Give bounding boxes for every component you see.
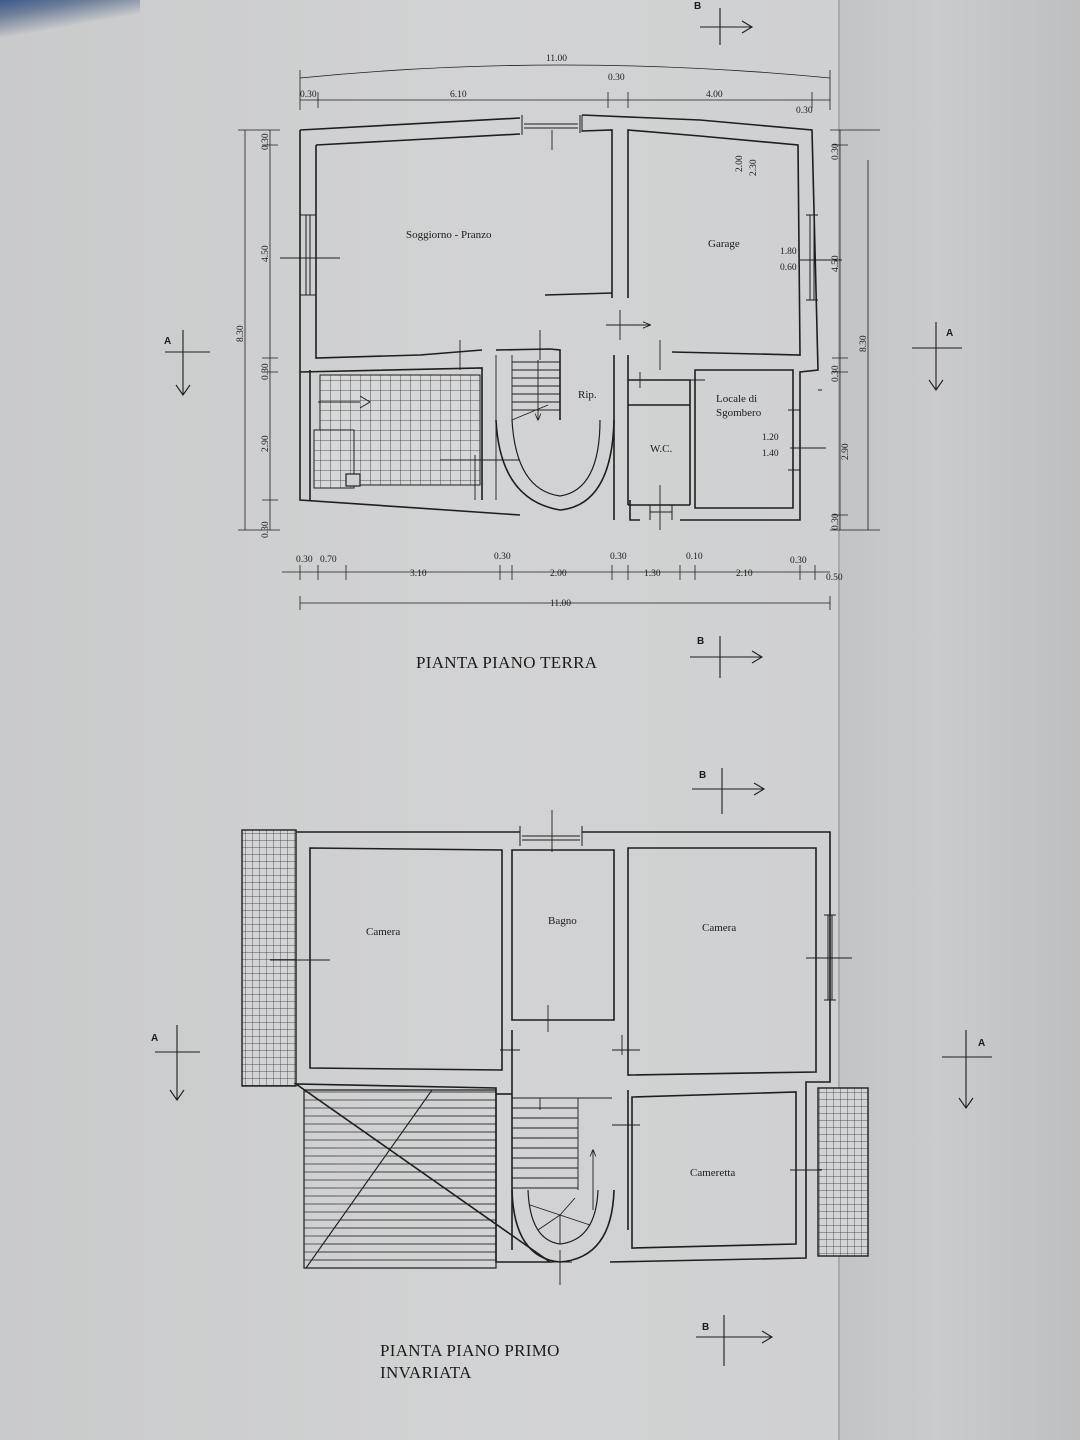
section-a-label: A	[946, 328, 953, 339]
dim-right: 0.30	[831, 513, 841, 530]
section-a-right-first	[942, 1030, 992, 1109]
dim-bottom: 2.10	[736, 569, 753, 579]
section-a-right-ground	[912, 322, 962, 391]
section-a-label: A	[978, 1038, 985, 1049]
ground-left-dimensions	[238, 129, 280, 531]
facing-page	[840, 0, 1080, 1440]
section-b-top	[700, 8, 754, 45]
dim-top: 0.30	[300, 90, 317, 100]
ground-floor-labels: Soggiorno - Pranzo Garage Rip. W.C. Loca…	[236, 54, 869, 672]
ground-floor-title: PIANTA PIANO TERRA	[416, 653, 598, 672]
section-b-label: B	[699, 770, 706, 781]
dim-right: 4.50	[831, 255, 841, 272]
section-a-left-ground	[165, 330, 210, 396]
ground-walls	[299, 114, 819, 521]
dim-bottom: 0.50	[826, 573, 843, 583]
room-camera-right: Camera	[702, 922, 736, 934]
roof-hatch	[303, 1089, 497, 1269]
ground-windows	[300, 115, 818, 520]
cover-edge	[0, 0, 140, 40]
dim-top-total: 11.00	[546, 54, 567, 64]
ground-floor-plan	[238, 64, 880, 610]
room-wc: W.C.	[650, 443, 672, 455]
room-locale-line2: Sgombero	[716, 407, 762, 419]
room-garage: Garage	[708, 238, 740, 250]
dim-bottom: 0.70	[320, 555, 337, 565]
dim-bottom: 2.00	[550, 569, 567, 579]
ground-cut-lines	[280, 130, 842, 530]
left-balcony-tiles	[241, 829, 297, 1087]
dim-left: 2.90	[261, 435, 271, 452]
dim-left: 0.30	[261, 133, 271, 150]
section-b-label: B	[694, 1, 701, 12]
ground-right-dimensions	[830, 129, 880, 531]
dim-right-total: 8.30	[859, 335, 869, 352]
dim-bottom: 0.30	[494, 552, 511, 562]
dim-bottom: 3.10	[410, 569, 427, 579]
window-height-label: 2.00	[735, 155, 745, 172]
dim-top: 6.10	[450, 90, 467, 100]
terrace-pillar	[345, 473, 361, 487]
section-a-label: A	[151, 1033, 158, 1044]
window-label: 1.40	[762, 449, 779, 459]
ground-bottom-dimensions	[282, 565, 831, 610]
first-floor-subtitle: INVARIATA	[380, 1363, 472, 1382]
room-cameretta: Cameretta	[690, 1167, 735, 1179]
dim-top: 4.00	[706, 90, 723, 100]
dim-right: 0.30	[831, 143, 841, 160]
window-label: 1.20	[762, 433, 779, 443]
dim-bottom: 0.30	[610, 552, 627, 562]
section-a-label: A	[164, 336, 171, 347]
section-b-first-top	[692, 768, 766, 814]
room-locale-line1: Locale di	[716, 393, 757, 405]
window-label: 0.60	[780, 263, 797, 273]
first-floor-labels: Camera Bagno Camera Cameretta PIANTA PIA…	[366, 915, 736, 1382]
ground-stairs	[495, 355, 615, 511]
dim-left: 4.50	[261, 245, 271, 262]
dim-bottom: 1.30	[644, 569, 661, 579]
dim-top: 0.30	[796, 106, 813, 116]
dim-left: 0.30	[261, 521, 271, 538]
dim-bottom: 0.30	[790, 556, 807, 566]
window-label: 1.80	[780, 247, 797, 257]
room-bagno: Bagno	[548, 915, 577, 927]
window-height-label: 2.30	[749, 159, 759, 176]
dim-bottom: 0.10	[686, 552, 703, 562]
dim-bottom-total: 11.00	[550, 599, 571, 609]
first-floor-title: PIANTA PIANO PRIMO	[380, 1341, 560, 1360]
first-floor-plan	[241, 810, 869, 1285]
dim-left: 0.30	[261, 363, 271, 380]
room-ripostiglio: Rip.	[578, 389, 597, 401]
right-balcony-tiles	[817, 1087, 869, 1257]
dim-top: 0.30	[608, 73, 625, 83]
section-b-label: B	[702, 1322, 709, 1333]
dim-left-total: 8.30	[236, 325, 246, 342]
section-markers	[155, 8, 992, 1366]
section-b-ground	[690, 636, 764, 678]
first-windows	[519, 826, 836, 1001]
dim-right: 2.90	[841, 443, 851, 460]
first-cut-lines	[270, 810, 852, 1171]
first-stairs	[511, 1097, 615, 1285]
room-soggiorno-pranzo: Soggiorno - Pranzo	[406, 229, 492, 241]
room-camera-left: Camera	[366, 926, 400, 938]
section-b-label: B	[697, 636, 704, 647]
section-a-left-first	[155, 1025, 200, 1101]
book-spine	[838, 0, 840, 1440]
dim-right: 0.30	[831, 365, 841, 382]
ground-top-dimensions	[299, 64, 831, 110]
section-marker-letters: A A A A B B B B	[151, 1, 985, 1333]
dim-bottom: 0.30	[296, 555, 313, 565]
section-b-first-bottom	[696, 1315, 774, 1366]
first-walls	[293, 831, 831, 1263]
